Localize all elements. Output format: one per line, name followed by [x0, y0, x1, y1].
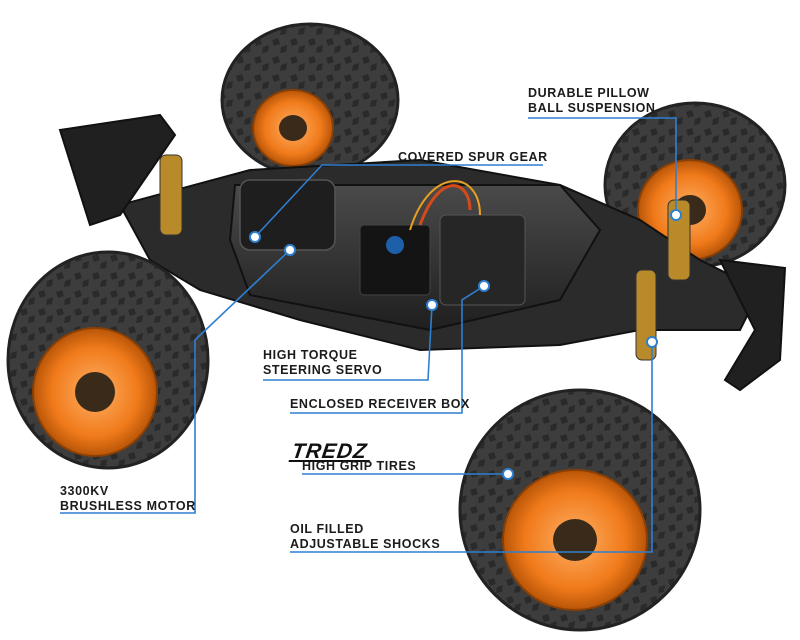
leader-line-receiver [290, 285, 485, 414]
callout-line: ADJUSTABLE SHOCKS [290, 537, 441, 551]
callout-line: DURABLE PILLOW [528, 86, 650, 100]
callout-line: COVERED SPUR GEAR [398, 150, 548, 164]
spur-gear-dot [249, 231, 261, 243]
leader-line-pillow-ball [528, 117, 677, 215]
rear-left-tire [220, 22, 400, 178]
callout-covered-spur-gear: COVERED SPUR GEAR [398, 150, 548, 165]
tires-dot [502, 468, 514, 480]
callout-line: BRUSHLESS MOTOR [60, 499, 196, 513]
leader-line-servo [263, 304, 433, 381]
pillow-ball-dot [670, 209, 682, 221]
callout-line: STEERING SERVO [263, 363, 383, 377]
front-right-tire [458, 388, 702, 632]
leader-dots [249, 209, 682, 480]
leader-line-spur-gear [254, 164, 543, 238]
front-left-tire [6, 250, 210, 470]
callout-line: 3300KV [60, 484, 109, 498]
callout-high-grip-tires: HIGH GRIP TIRES [302, 459, 416, 474]
callout-steering-servo: HIGH TORQUE STEERING SERVO [263, 348, 382, 378]
callout-line: BALL SUSPENSION [528, 101, 656, 115]
servo-dot [426, 299, 438, 311]
leader-lines [60, 117, 677, 553]
leader-line-shocks [290, 342, 653, 553]
callout-receiver-box: ENCLOSED RECEIVER BOX [290, 397, 470, 412]
callout-pillow-ball-suspension: DURABLE PILLOW BALL SUSPENSION [528, 86, 656, 116]
receiver-dot [478, 280, 490, 292]
callout-line: HIGH GRIP TIRES [302, 459, 417, 473]
callout-brushless-motor: 3300KV BRUSHLESS MOTOR [60, 484, 196, 514]
chassis [58, 113, 787, 392]
leader-line-motor [60, 249, 291, 514]
motor-dot [284, 244, 296, 256]
callout-line: HIGH TORQUE [263, 348, 358, 362]
callout-line: OIL FILLED [290, 522, 364, 536]
callout-adjustable-shocks: OIL FILLED ADJUSTABLE SHOCKS [290, 522, 440, 552]
callout-line: ENCLOSED RECEIVER BOX [290, 397, 470, 411]
shocks-dot [646, 336, 658, 348]
